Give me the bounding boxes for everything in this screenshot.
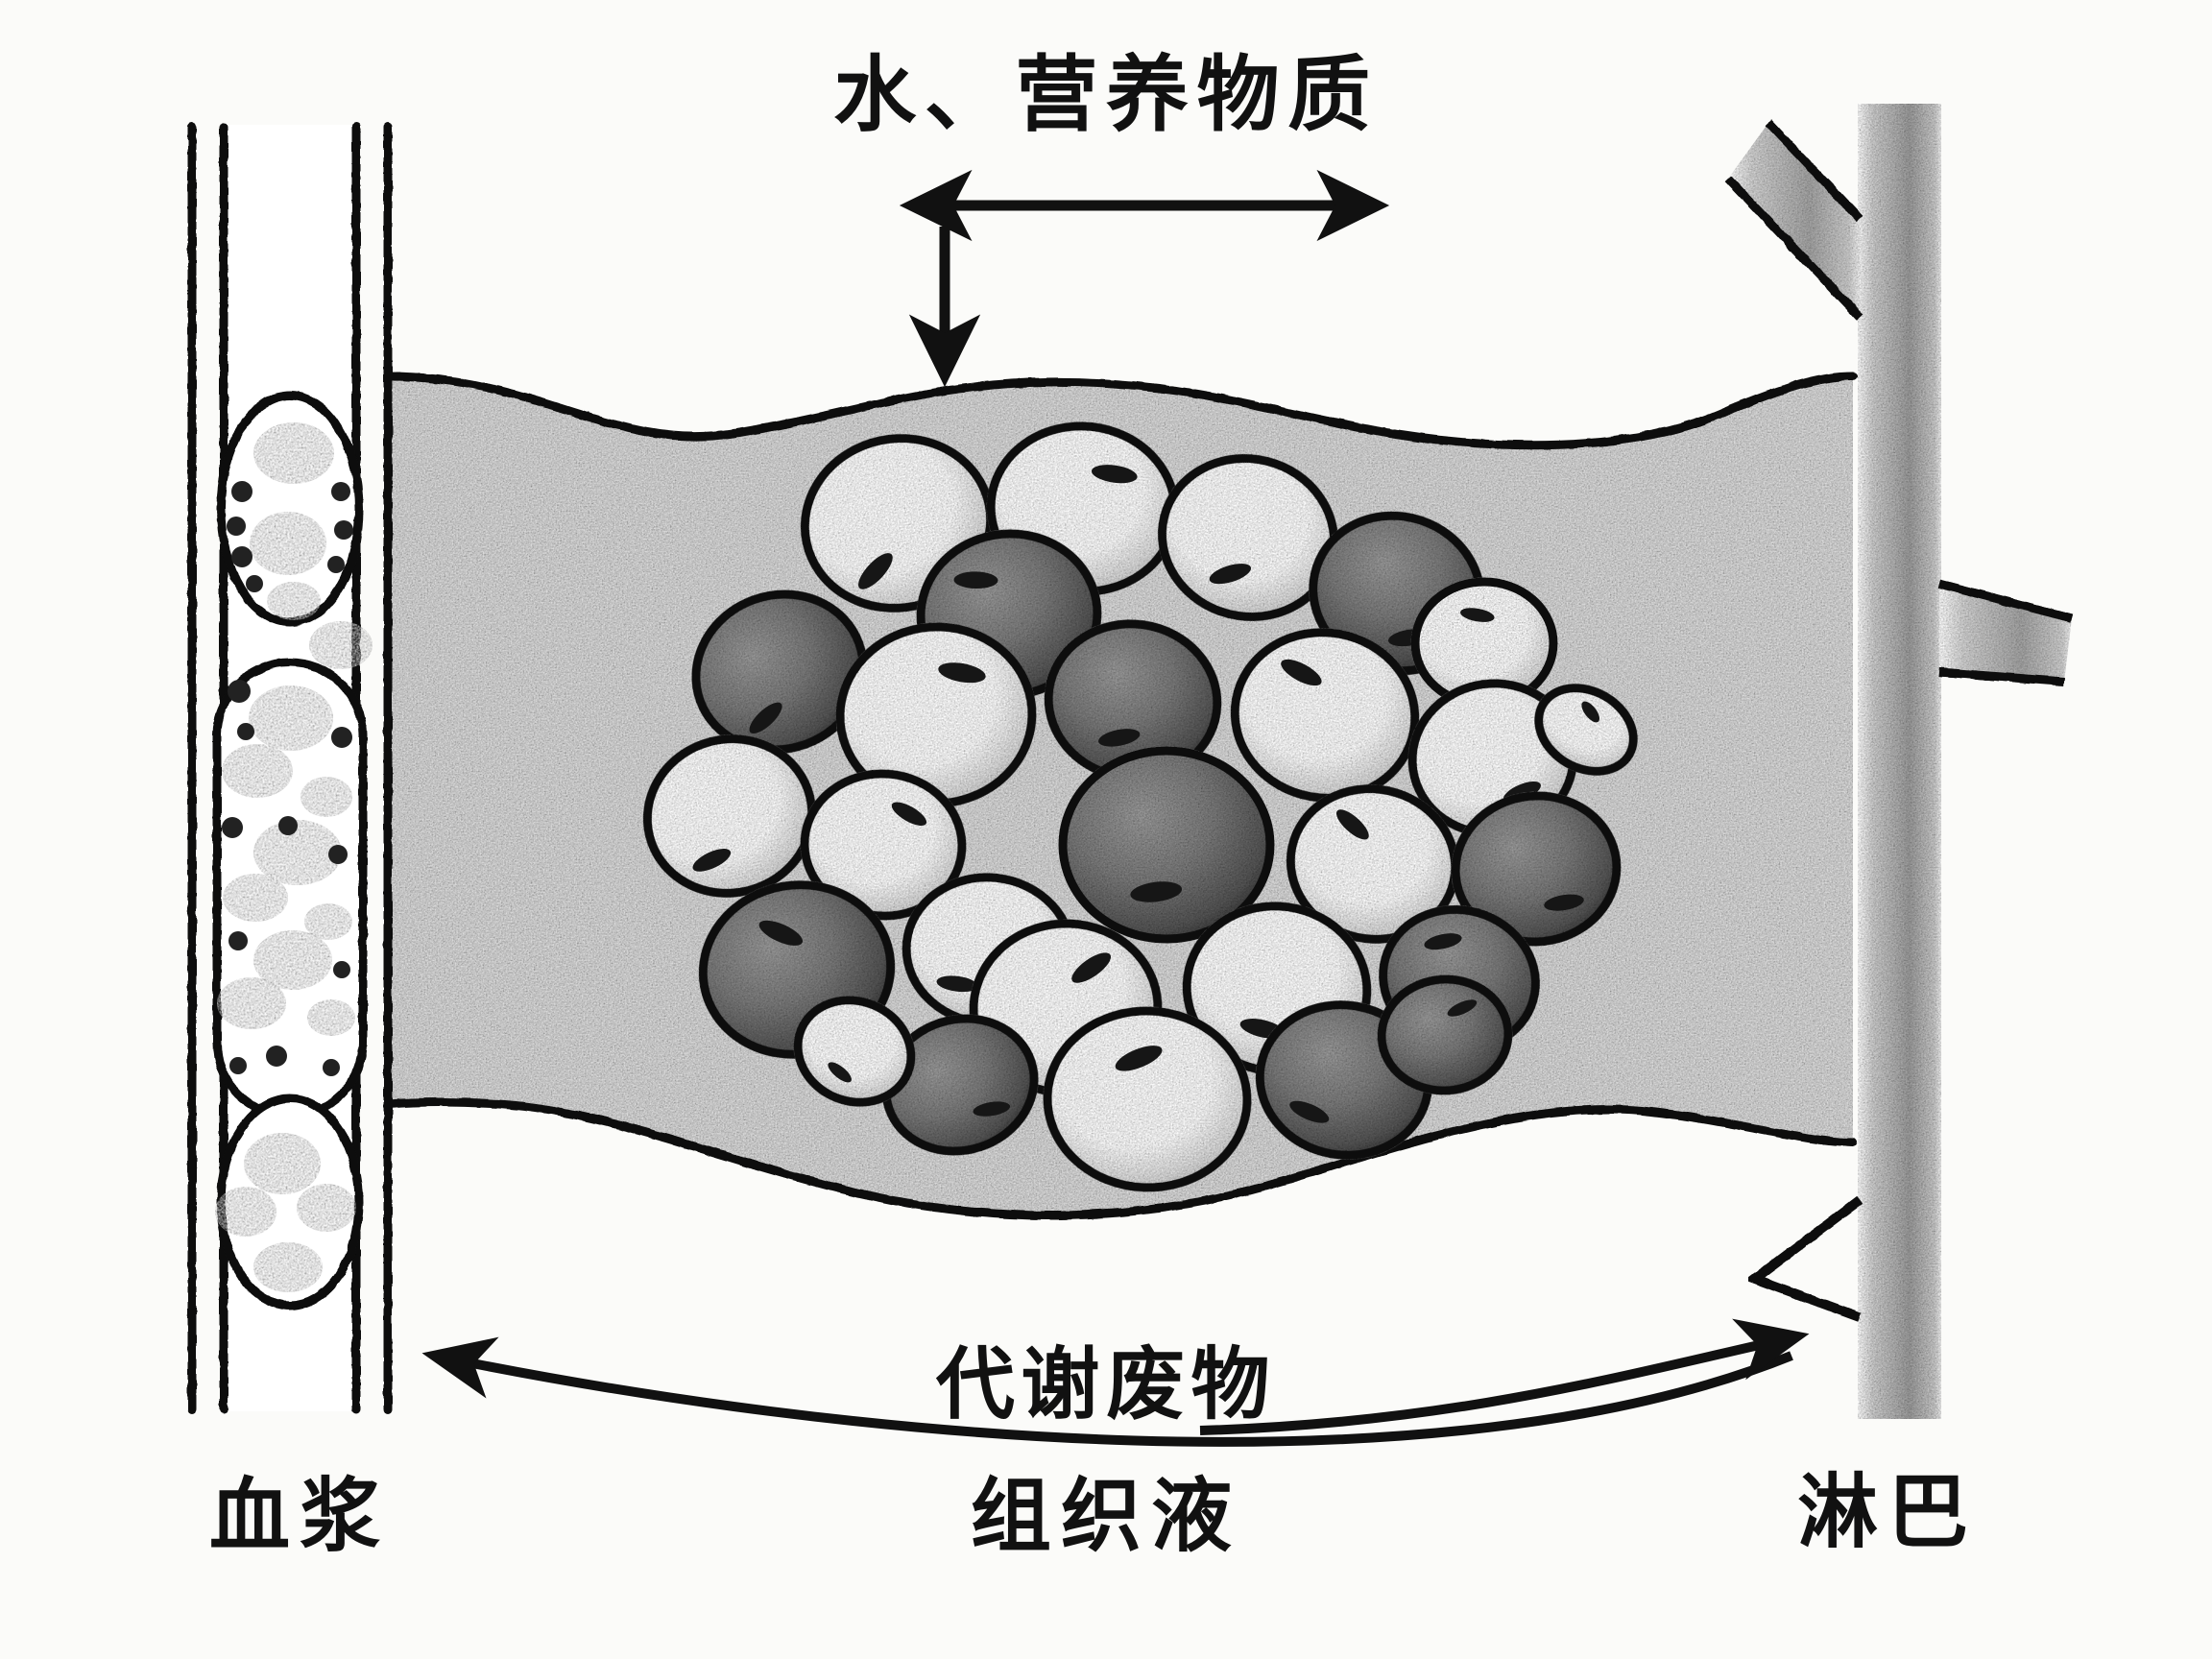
- blood-cell: [216, 391, 364, 627]
- tissue-cell: [1043, 1006, 1252, 1192]
- lymph-branch-upper-left: [1724, 119, 1863, 321]
- tissue-cell: [1377, 974, 1513, 1095]
- tissue-cell: [800, 769, 967, 921]
- tissue-cell: [1230, 628, 1420, 803]
- lymph-capillary: [1724, 104, 2074, 1419]
- tissue-cell: [691, 589, 868, 755]
- tissue-cell: [1044, 619, 1222, 782]
- tissue-cell: [1410, 577, 1558, 709]
- label-plasma: 血浆: [209, 1473, 391, 1562]
- tissue-cell: [881, 1014, 1039, 1156]
- arrow-group: [421, 169, 1810, 1447]
- label-water-nutrients: 水、营养物质: [833, 49, 1379, 141]
- tissue-cell: [1058, 746, 1275, 944]
- tissue-cell: [642, 734, 817, 898]
- lymph-valve: [1744, 1196, 1863, 1322]
- tissue-cell: [793, 996, 916, 1107]
- lymph-branch-lower-right: [1937, 579, 2074, 686]
- tissue-cell: [1534, 684, 1638, 776]
- label-lymph: 淋巴: [1797, 1469, 1979, 1558]
- blood-cell: [215, 1094, 364, 1310]
- label-tissue-fluid: 组织液: [970, 1473, 1242, 1562]
- blood-capillary: [187, 122, 393, 1414]
- tissue-cell-cluster: [642, 421, 1638, 1192]
- waste-to-plasma-arrow: [421, 1336, 1793, 1447]
- label-metabolic-waste: 代谢废物: [935, 1341, 1277, 1429]
- tissue-cell: [1451, 791, 1622, 947]
- blood-cell: [212, 658, 368, 1120]
- waste-to-lymph-arrow: [1199, 1318, 1810, 1435]
